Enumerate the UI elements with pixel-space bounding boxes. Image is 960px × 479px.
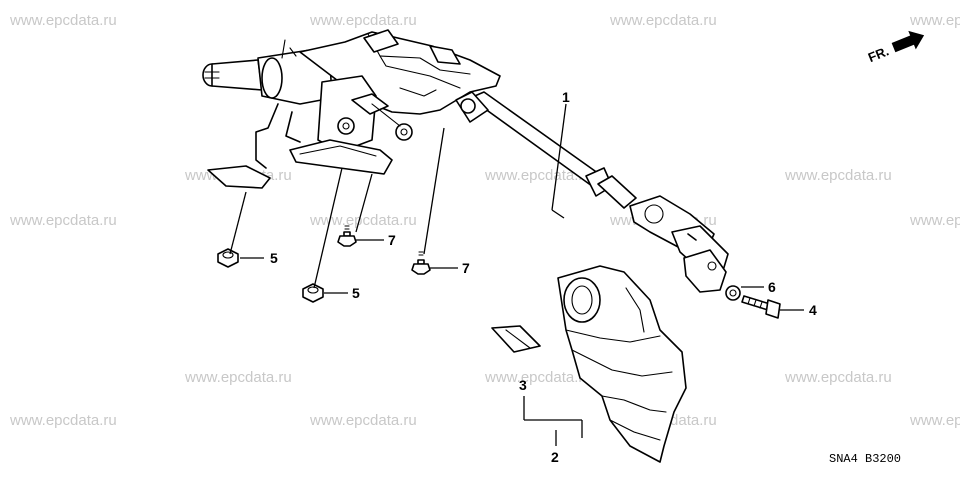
watermark: www.epcdata.ru: [909, 412, 960, 429]
bolt-icon: [741, 295, 781, 319]
callout-5: 5: [270, 250, 278, 266]
watermark: www.epcdata.ru: [309, 12, 417, 29]
callout-2: 2: [551, 449, 559, 465]
fasteners: [217, 225, 781, 319]
front-direction-indicator: FR.: [866, 30, 925, 65]
diagram-code: SNA4 B3200: [829, 452, 901, 466]
washer-icon: [725, 285, 741, 301]
callout-7: 7: [388, 232, 396, 248]
callout-3: 3: [519, 377, 527, 393]
steering-column-assembly: [202, 29, 729, 293]
watermark: www.epcdata.ru: [784, 369, 892, 386]
watermark: www.epcdata.ru: [609, 12, 717, 29]
watermark: www.epcdata.ru: [9, 412, 117, 429]
watermark: www.epcdata.ru: [909, 212, 960, 229]
watermark: www.epcdata.ru: [9, 212, 117, 229]
watermark: www.epcdata.ru: [309, 412, 417, 429]
front-label: FR.: [866, 43, 891, 65]
leader-lines: [229, 103, 804, 446]
callout-1: 1: [562, 89, 570, 105]
watermark: www.epcdata.ru: [184, 369, 292, 386]
watermark: www.epcdata.ru: [9, 12, 117, 29]
callout-6: 6: [768, 279, 776, 295]
column-cover: [557, 265, 687, 463]
watermark: www.epcdata.ru: [909, 12, 960, 29]
callouts: 1 2 3 4 5 5 6 7 7: [270, 89, 817, 465]
callout-4: 4: [809, 302, 817, 318]
watermark: www.epcdata.ru: [484, 369, 592, 386]
watermark: www.epcdata.ru: [484, 167, 592, 184]
callout-7: 7: [462, 260, 470, 276]
front-arrow-icon: [891, 30, 925, 53]
watermark: www.epcdata.ru: [309, 212, 417, 229]
watermark: www.epcdata.ru: [784, 167, 892, 184]
tape-pad: [491, 325, 541, 353]
callout-5: 5: [352, 285, 360, 301]
